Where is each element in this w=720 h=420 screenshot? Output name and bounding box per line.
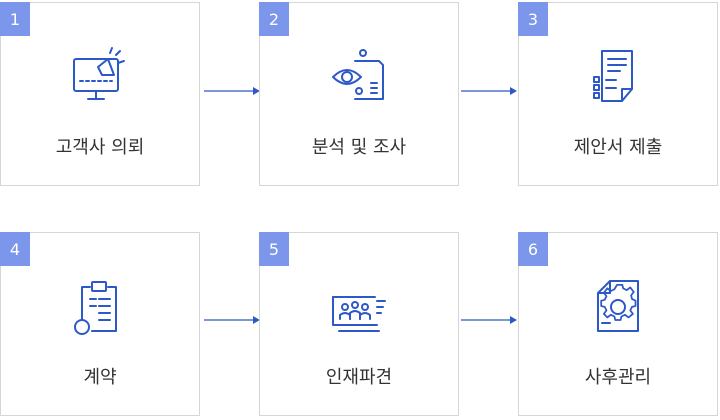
monitor-megaphone-icon [73,47,125,100]
flow-arrow [204,316,260,324]
proposal-document-icon [593,50,633,102]
step-number-badge: 5 [259,232,289,266]
step-number-badge: 4 [0,232,30,266]
gear-document-icon [597,280,639,332]
step-card-6: 6 사후관리 [518,232,718,416]
step-card-2: 2 분석 및 조사 [259,2,459,186]
flow-arrow [204,87,260,95]
step-card-1: 1 고객사 의뢰 [0,2,200,186]
step-number-badge: 2 [259,2,289,36]
step-label: 제안서 제출 [573,137,663,158]
step-label: 사후관리 [584,367,652,388]
step-label: 고객사 의뢰 [55,137,145,158]
flow-arrow [461,316,517,324]
step-number-badge: 6 [518,232,548,266]
step-label: 계약 [83,367,117,388]
eye-document-icon [332,49,384,100]
step-card-4: 4 계약 [0,232,200,416]
step-label: 인재파견 [325,367,393,388]
step-number-badge: 1 [0,2,30,36]
people-screen-icon [332,296,386,332]
clipboard-contract-icon [74,281,117,335]
step-card-3: 3 제안서 제출 [518,2,718,186]
step-card-5: 5 인재파견 [259,232,459,416]
step-label: 분석 및 조사 [311,137,407,158]
flow-arrow [461,87,517,95]
step-number-badge: 3 [518,2,548,36]
